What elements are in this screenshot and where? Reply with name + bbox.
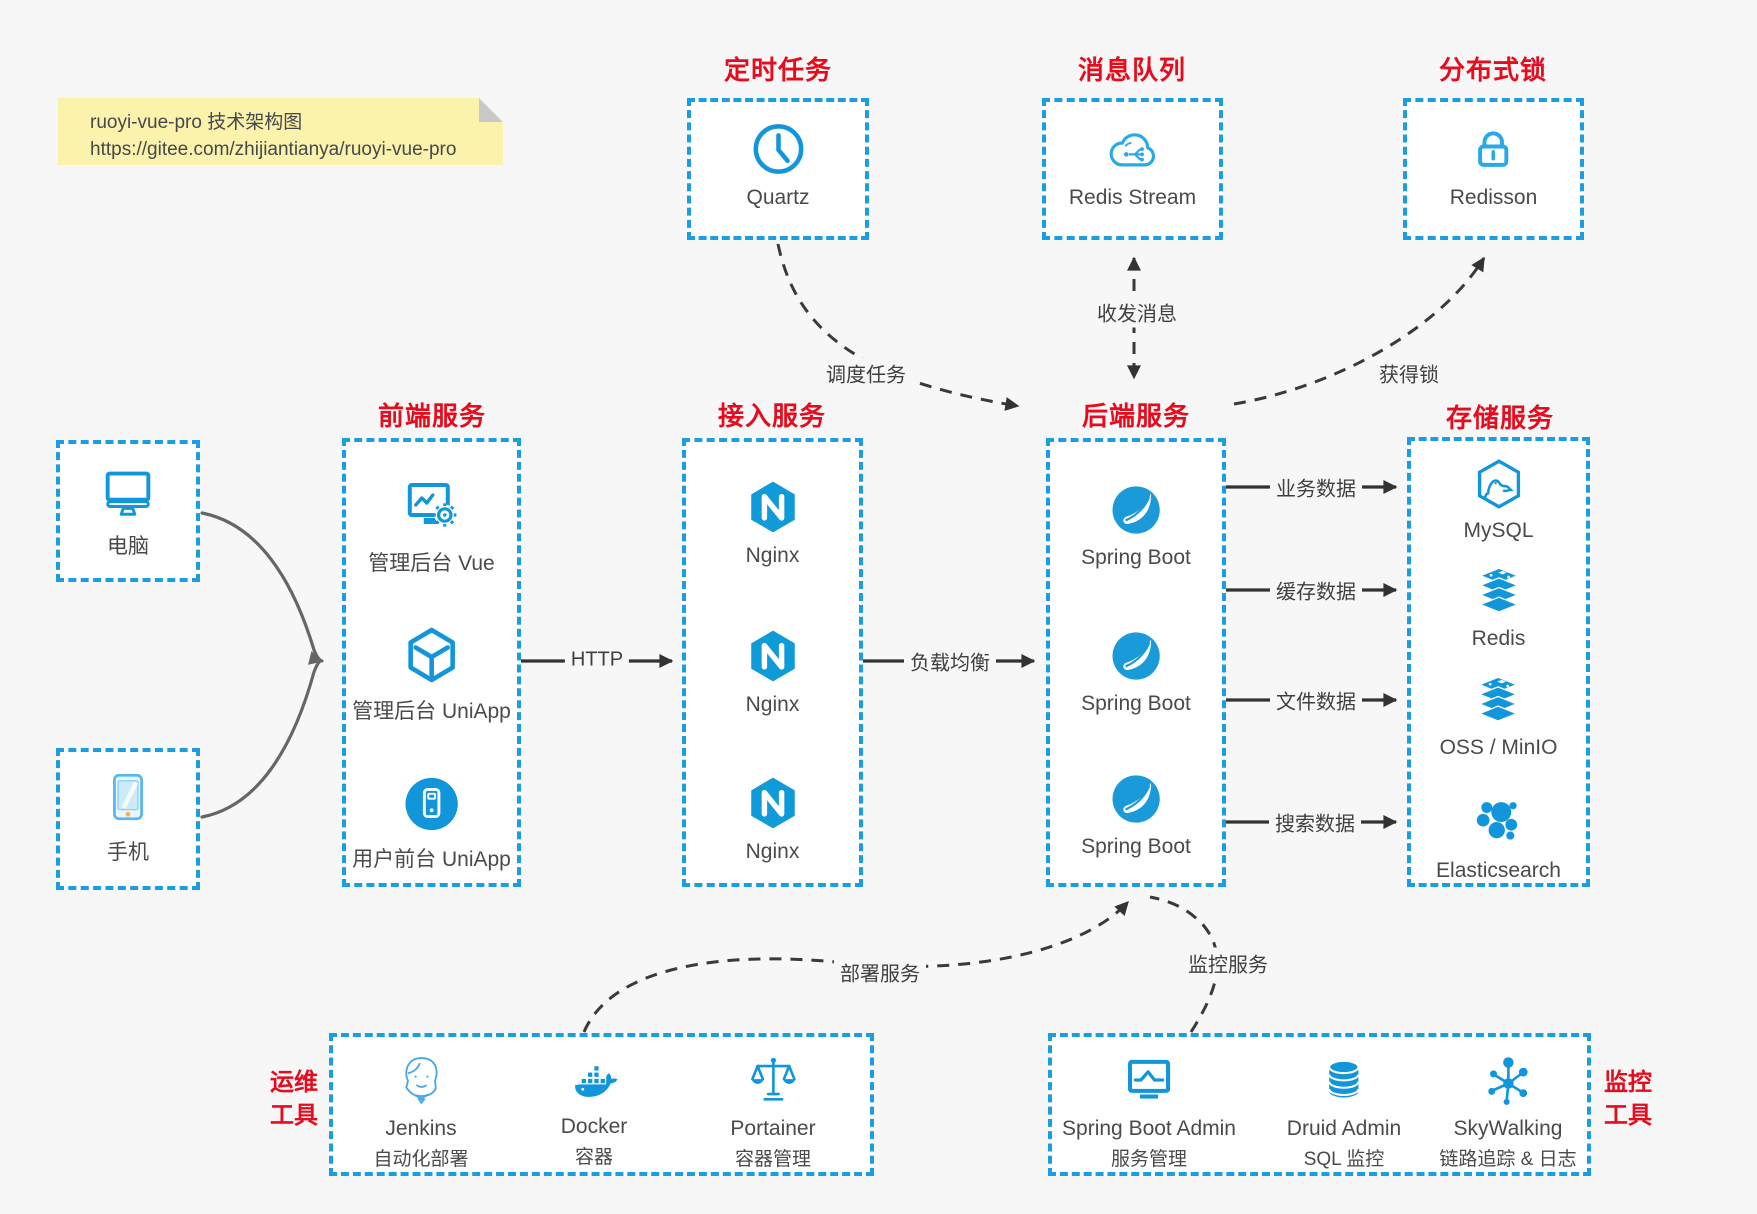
druid-admin-desc: SQL 监控 [1303,1149,1385,1170]
mysql-icon [1477,459,1520,509]
section-title-scheduled-tasks: 定时任务 [723,55,833,85]
edge-label-message: 收发消息 [1091,296,1183,328]
edge-label-load-balance: 负载均衡 [904,645,996,677]
clock-icon [753,124,803,174]
spring-boot-label: Spring Boot [1081,546,1191,569]
oss-minio-label: OSS / MinIO [1439,736,1558,759]
mysql-label: MySQL [1463,519,1534,542]
druid-admin-icon [1328,1059,1360,1098]
desktop-icon [105,471,151,516]
edge-label-deploy: 部署服务 [834,956,926,988]
storage-box: MySQL Redis [1407,437,1590,887]
redis-stream-box: Redis Stream [1042,98,1223,240]
docker-icon [575,1065,618,1097]
pc-label: 电脑 [107,535,149,558]
monitor-tools-box: Spring Boot Admin 服务管理 Druid Admin SQL 监… [1048,1033,1591,1176]
ops-tools-side-label: 运维 工具 [270,1069,318,1129]
user-uniapp-label: 用户前台 UniApp [352,848,511,871]
spring-boot-label: Spring Boot [1081,835,1191,858]
section-title-message-queue: 消息队列 [1077,55,1187,85]
jenkins-desc: 自动化部署 [373,1149,469,1170]
edge-label-schedule: 调度任务 [820,357,912,389]
note-url: https://gitee.com/zhijiantianya/ruoyi-vu… [90,139,457,160]
cloud-stream-icon [1109,133,1156,167]
nginx-icon [750,481,795,533]
mobile-label: 手机 [107,841,149,864]
section-title-distributed-lock: 分布式锁 [1438,55,1548,85]
section-title-backend: 后端服务 [1081,401,1191,431]
section-title-frontend: 前端服务 [377,401,487,431]
nginx-label: Nginx [745,544,800,567]
section-title-access: 接入服务 [717,401,827,431]
portainer-desc: 容器管理 [734,1149,811,1170]
spring-boot-icon [1112,632,1160,680]
elasticsearch-icon [1476,802,1518,840]
edge-label-business-data: 业务数据 [1270,471,1362,503]
jenkins-icon [404,1057,438,1105]
nginx-label: Nginx [745,693,800,716]
backend-box: Spring Boot Spring Boot Spring Boot [1046,438,1226,887]
sticky-note: ruoyi-vue-pro 技术架构图 https://gitee.com/zh… [58,98,503,165]
skywalking-icon [1487,1057,1528,1105]
nginx-icon [750,777,795,829]
edge-label-http: HTTP [564,647,630,673]
skywalking-desc: 链路追踪 & 日志 [1439,1149,1577,1170]
oss-minio-icon [1478,676,1519,722]
edge-label-file-data: 文件数据 [1270,684,1362,716]
redis-stream-label: Redis Stream [1068,186,1197,209]
portainer-icon [750,1057,796,1101]
sticky-note-fold [479,98,503,122]
nginx-label: Nginx [745,840,800,863]
edge-label-monitor: 监控服务 [1182,947,1274,979]
redisson-box: Redisson [1403,98,1584,240]
elasticsearch-label: Elasticsearch [1436,859,1561,882]
spring-boot-admin-icon [1127,1059,1171,1099]
section-title-storage: 存储服务 [1445,403,1555,433]
spring-boot-icon [1112,775,1160,823]
pc-client-box: 电脑 [56,440,200,582]
quartz-label: Quartz [746,186,810,209]
user-uniapp-icon [405,777,458,831]
edge-label-search-data: 搜索数据 [1269,806,1361,838]
quartz-box: Quartz [687,98,869,240]
portainer-label: Portainer [730,1117,816,1140]
edge-label-cache-data: 缓存数据 [1270,574,1362,606]
docker-desc: 容器 [574,1147,613,1168]
druid-admin-label: Druid Admin [1286,1117,1402,1140]
jenkins-label: Jenkins [385,1117,457,1140]
redis-icon [1478,567,1519,613]
spring-boot-admin-desc: 服务管理 [1110,1149,1187,1170]
mobile-client-box: 手机 [56,748,200,890]
redis-label: Redis [1471,627,1526,650]
docker-label: Docker [560,1115,628,1138]
edge-label-lock: 获得锁 [1373,357,1445,389]
frontend-box: 管理后台 Vue 管理后台 UniApp 用户前台 UniApp [342,438,521,887]
lock-icon [1478,131,1509,167]
admin-vue-icon [407,483,457,527]
redisson-label: Redisson [1449,186,1538,209]
phone-icon [113,773,143,821]
skywalking-label: SkyWalking [1453,1117,1563,1140]
access-box: Nginx Nginx Nginx [682,438,863,887]
admin-uniapp-cube-icon [408,627,455,683]
ops-tools-box: Jenkins 自动化部署 Docker 容器 [329,1033,874,1176]
monitor-tools-side-label: 监控 工具 [1604,1069,1652,1129]
spring-boot-label: Spring Boot [1081,692,1191,715]
admin-vue-label: 管理后台 Vue [368,552,495,575]
nginx-icon [750,630,795,682]
spring-boot-admin-label: Spring Boot Admin [1062,1117,1236,1140]
note-title: ruoyi-vue-pro 技术架构图 [90,112,303,133]
spring-boot-icon [1112,486,1160,534]
admin-uniapp-label: 管理后台 UniApp [352,700,511,723]
